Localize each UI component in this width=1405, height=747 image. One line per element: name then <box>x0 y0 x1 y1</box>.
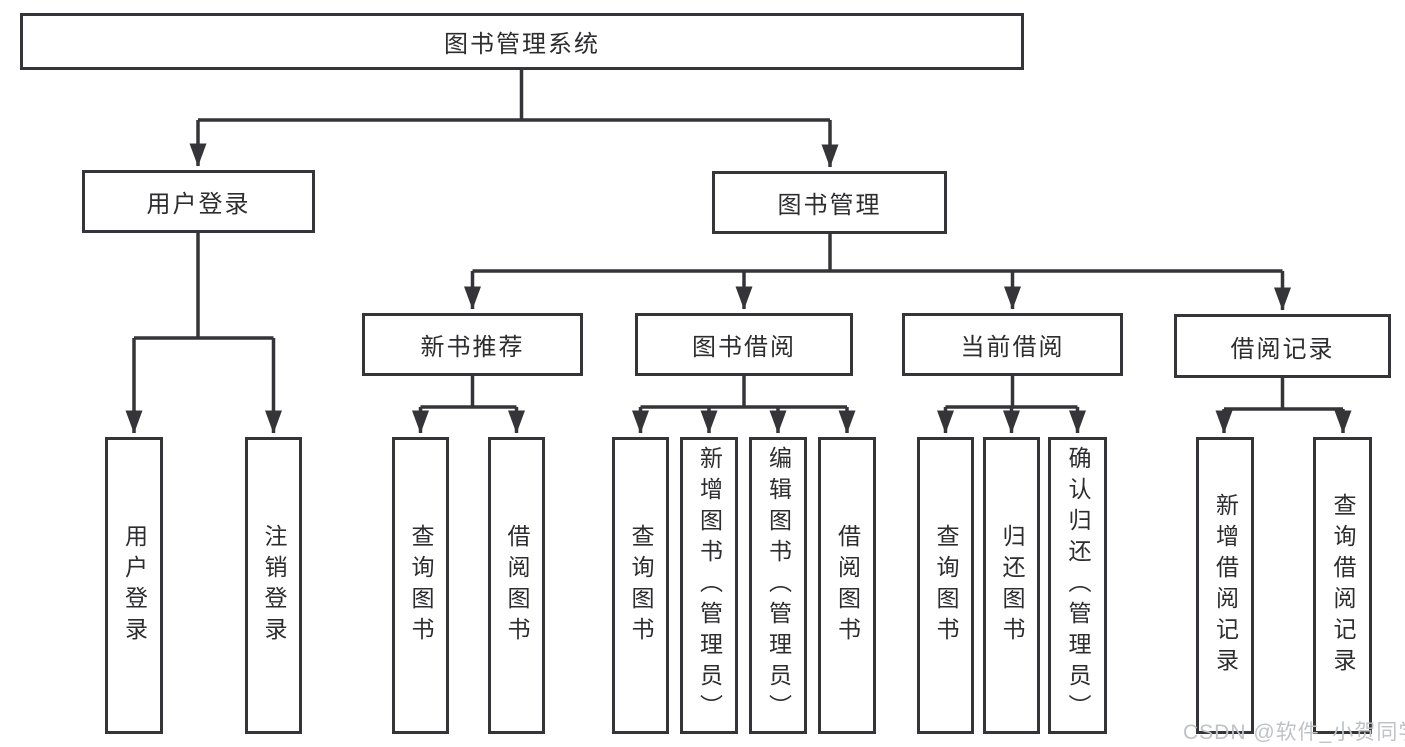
leaf-add-borrow-record: 新增借阅记录 <box>1196 437 1254 734</box>
connector-user-login <box>125 233 282 434</box>
connector-root <box>189 70 839 168</box>
node-book-management-system: 图书管理系统 <box>20 13 1024 70</box>
node-borrowing-records: 借阅记录 <box>1174 314 1391 378</box>
node-book-management: 图书管理 <box>712 171 947 234</box>
leaf-borrow-books: 借阅图书 <box>488 437 545 734</box>
leaf-borrow-books: 借阅图书 <box>818 437 876 734</box>
connector-book-mgmt <box>464 234 1291 311</box>
leaf-edit-books-admin: 编辑图书（管理员） <box>749 437 807 734</box>
node-new-book-recommend: 新书推荐 <box>362 313 583 376</box>
node-current-borrowing: 当前借阅 <box>902 313 1123 376</box>
node-user-login: 用户登录 <box>82 170 315 233</box>
node-book-borrowing: 图书借阅 <box>635 313 853 376</box>
leaf-query-borrow-record: 查询借阅记录 <box>1313 437 1372 734</box>
leaf-user-login: 用户登录 <box>105 437 163 734</box>
leaf-logout: 注销登录 <box>245 437 302 734</box>
leaf-query-books: 查询图书 <box>612 437 669 734</box>
connector-new-rec <box>412 376 525 434</box>
connector-current <box>937 376 1086 434</box>
connector-record <box>1215 378 1352 434</box>
csdn-watermark: CSDN @软件_小贺同学 <box>1183 721 1405 744</box>
leaf-add-books-admin: 新增图书（管理员） <box>680 437 738 734</box>
connector-borrow <box>632 376 856 434</box>
leaf-query-books: 查询图书 <box>392 437 449 734</box>
leaf-query-books: 查询图书 <box>917 437 974 734</box>
leaf-confirm-return-admin: 确认归还（管理员） <box>1048 437 1107 734</box>
leaf-return-books: 归还图书 <box>983 437 1040 734</box>
